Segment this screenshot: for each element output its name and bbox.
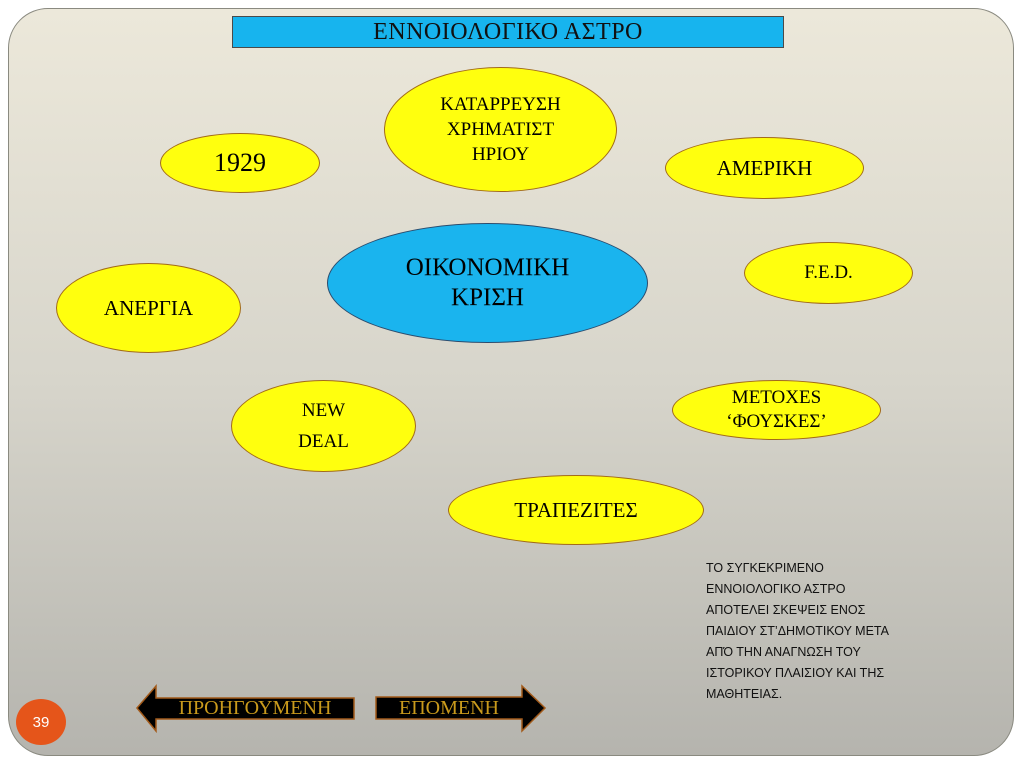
node-year-1929-label: 1929 xyxy=(214,148,266,177)
explanatory-note: ΤΟ ΣΥΓΚΕΚΡΙΜΕΝΟ ΕΝΝΟΙΟΛΟΓΙΚΟ ΑΣΤΡΟ ΑΠΟΤΕ… xyxy=(706,561,889,701)
node-center-economic-crisis: ΟΙΚΟΝΟΜΙΚΗ ΚΡΙΣΗ xyxy=(327,223,648,343)
next-button[interactable]: ΕΠΟΜΕΝΗ xyxy=(399,696,499,719)
node-year-1929: 1929 xyxy=(160,133,320,193)
node-bankers-label: ΤΡΑΠΕΖΙΤΕΣ xyxy=(514,497,638,522)
node-unemployment: ΑΝΕΡΓΙΑ xyxy=(56,263,241,353)
node-new-deal: NEW DEAL xyxy=(231,380,416,472)
node-share-bubbles-label: ΜΕΤΟΧΕS ‘ΦΟΥΣΚΕΣ’ xyxy=(726,387,827,432)
node-center-label: ΟΙΚΟΝΟΜΙΚΗ ΚΡΙΣΗ xyxy=(405,254,570,311)
node-america: ΑΜΕΡΙΚΗ xyxy=(665,137,864,199)
page-number-badge: 39 xyxy=(16,699,66,745)
node-share-bubbles: ΜΕΤΟΧΕS ‘ΦΟΥΣΚΕΣ’ xyxy=(672,380,881,440)
page-title: ΕΝΝΟΙΟΛΟΓΙΚΟ ΑΣΤΡΟ xyxy=(232,16,784,48)
previous-button[interactable]: ΠΡΟΗΓΟΥΜΕΝΗ xyxy=(178,696,332,719)
previous-arrow-shape[interactable] xyxy=(136,683,355,734)
node-stock-market-crash-label: ΚΑΤΑΡΡΕΥΣΗ ΧΡΗΜΑΤΙΣΤ ΗΡΙΟΥ xyxy=(440,94,561,165)
node-fed-label: F.E.D. xyxy=(804,262,853,283)
next-arrow-shape[interactable] xyxy=(375,684,547,733)
node-fed: F.E.D. xyxy=(744,242,913,304)
node-new-deal-label: NEW DEAL xyxy=(298,400,349,452)
node-unemployment-label: ΑΝΕΡΓΙΑ xyxy=(103,295,194,320)
node-bankers: ΤΡΑΠΕΖΙΤΕΣ xyxy=(448,475,704,545)
node-stock-market-crash: ΚΑΤΑΡΡΕΥΣΗ ΧΡΗΜΑΤΙΣΤ ΗΡΙΟΥ xyxy=(384,67,617,192)
node-america-label: ΑΜΕΡΙΚΗ xyxy=(716,155,813,180)
